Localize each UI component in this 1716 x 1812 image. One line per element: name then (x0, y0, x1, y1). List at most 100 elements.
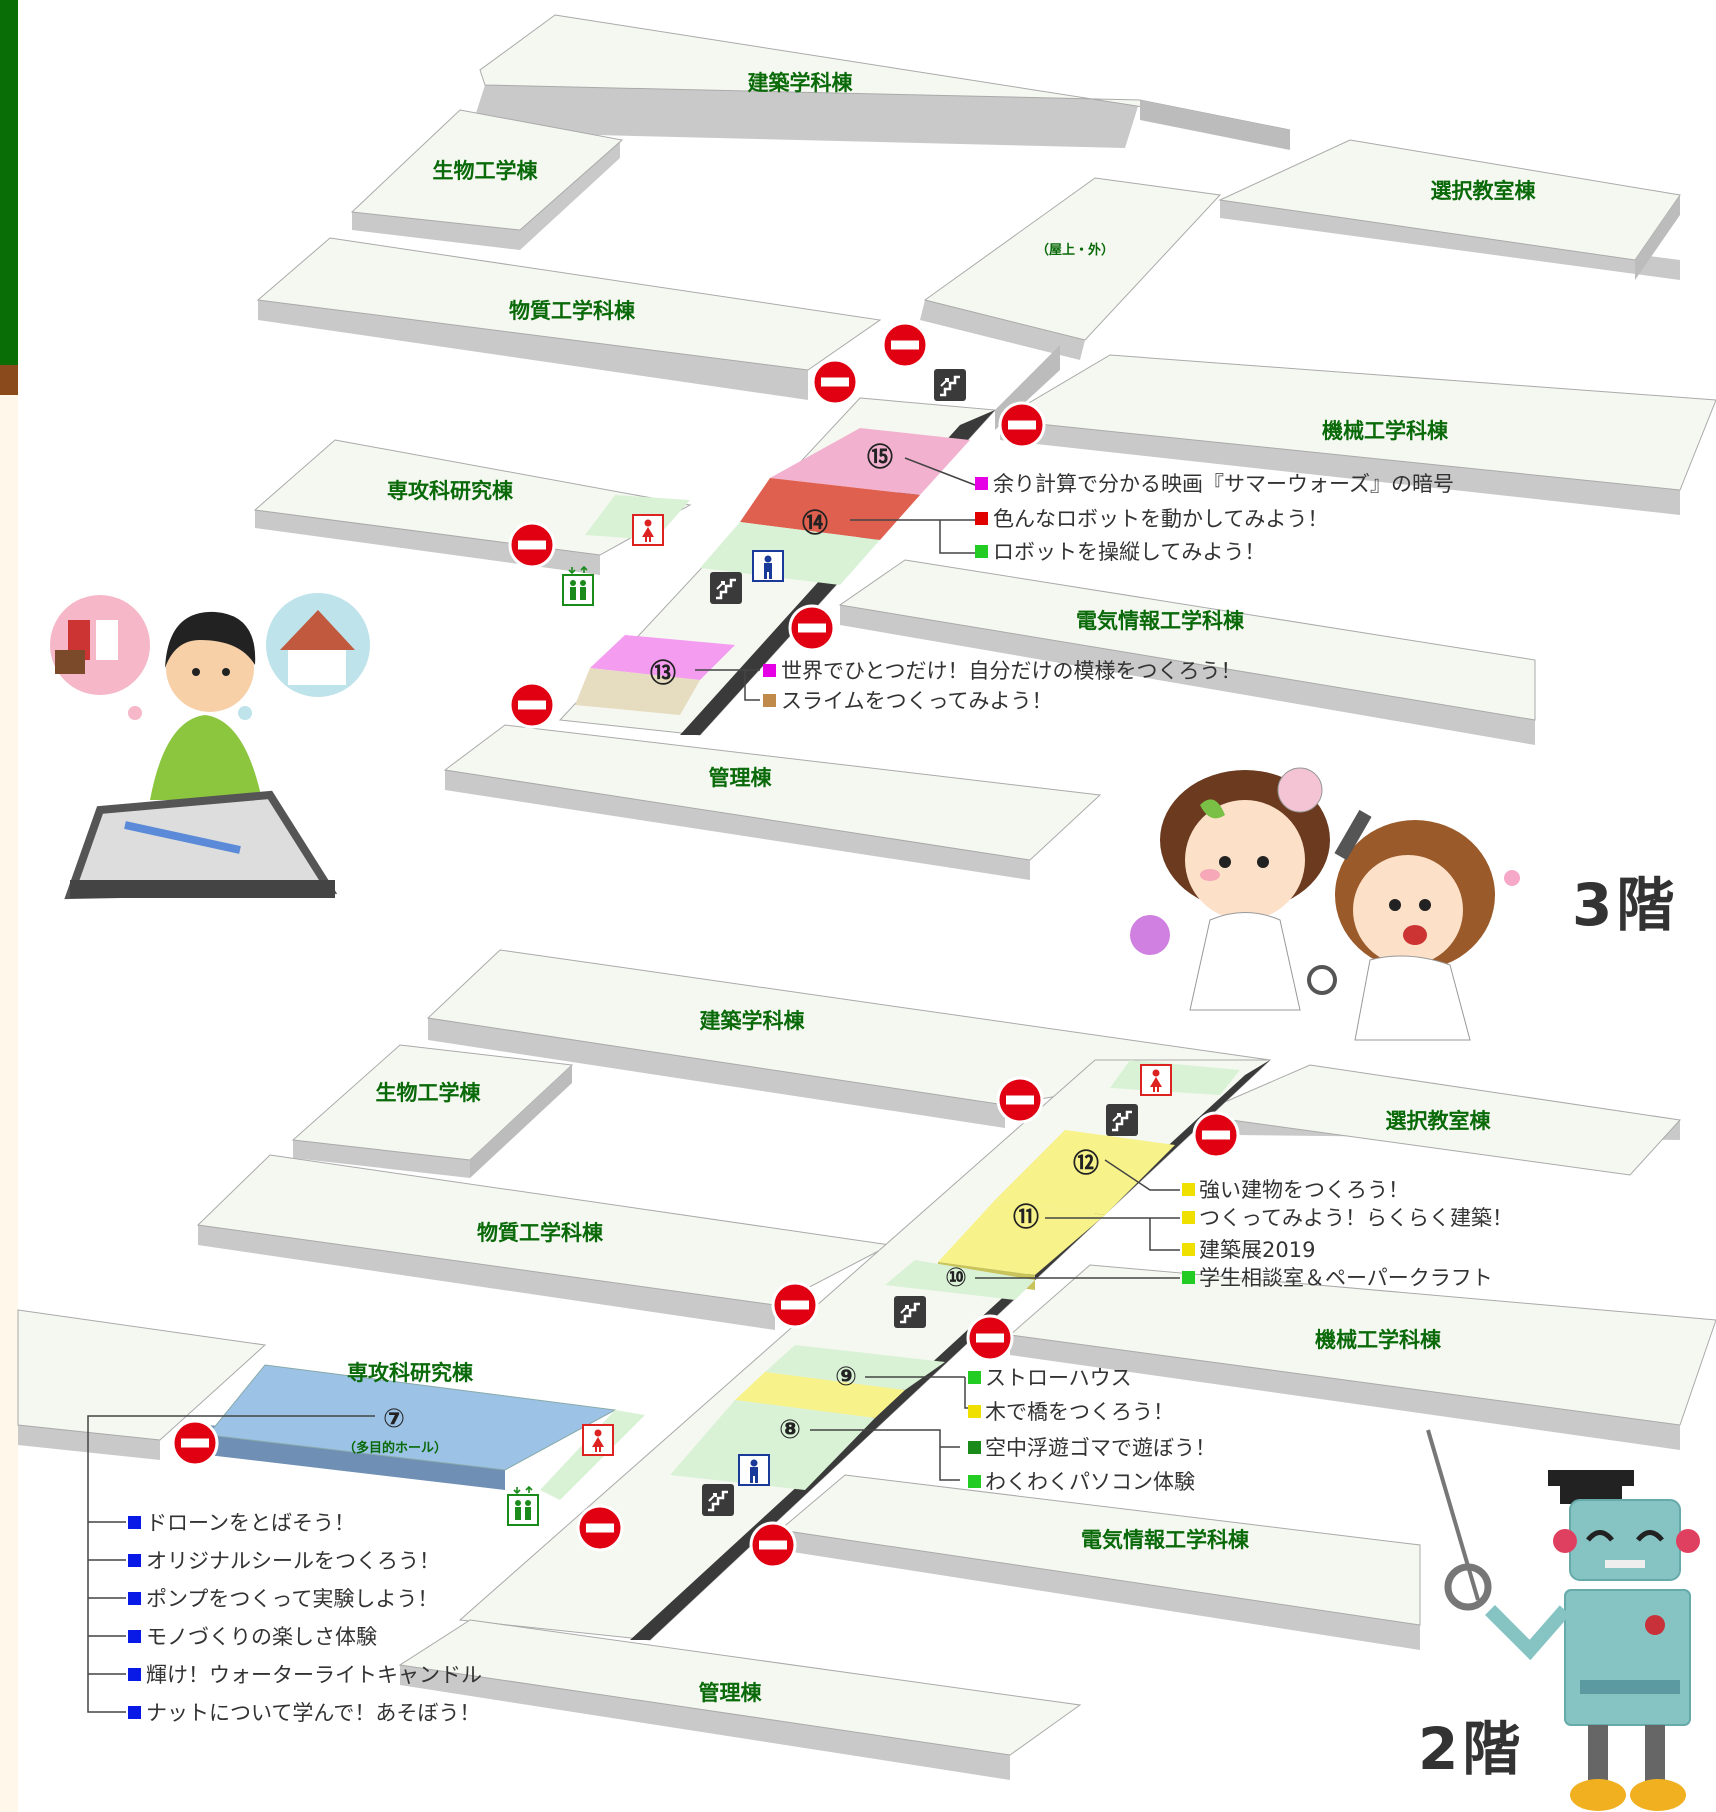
event-label: 木で橋をつくろう！ (985, 1400, 1174, 1424)
event-color-square (128, 1516, 141, 1529)
building-busshitsu-3f: 物質工学科棟 (256, 237, 882, 400)
building-kikai-3f: 機械工学科棟 (998, 354, 1716, 515)
building-kanri-2f: 管理棟 (398, 1619, 1082, 1780)
stairs-icon (932, 367, 968, 403)
room-9-green-highlight (765, 1345, 945, 1390)
building-seibutsu-2f: 生物工学棟 (291, 1044, 574, 1178)
floor3-event-list: 余り計算で分かる映画『サマーウォーズ』の暗号 色んなロボットを動かしてみよう！ … (763, 472, 1454, 713)
no-entry-icon (771, 1281, 819, 1329)
room-number-11: ⑪ (1013, 1202, 1039, 1233)
room-15-highlight (770, 428, 970, 495)
building-denki-3f: 電気情報工学科棟 (838, 559, 1536, 745)
floor2-event-list-right: 強い建物をつくろう！ つくってみよう！らくらく建築！ 建築展2019 学生相談室… (968, 1178, 1513, 1494)
event-label: ナットについて学んで！あそぼう！ (146, 1701, 480, 1725)
floor3-map: 建築学科棟 生物工学棟 物質工学科棟 （屋上・外） (253, 14, 1716, 880)
no-entry-icon (811, 358, 859, 406)
event-color-square (763, 694, 776, 707)
event-color-square (763, 664, 776, 677)
stairs-icon (892, 1294, 928, 1330)
room-number-8: ⑧ (779, 1415, 801, 1445)
event-color-square (968, 1475, 981, 1488)
restroom-female-icon (582, 1424, 614, 1456)
event-label: 余り計算で分かる映画『サマーウォーズ』の暗号 (993, 472, 1454, 496)
event-color-square (975, 512, 988, 525)
building-sentaku-3f: 選択教室棟 (1218, 139, 1681, 280)
event-label: 世界でひとつだけ！自分だけの模様をつくろう！ (781, 659, 1242, 683)
rooftop-area-3f: （屋上・外） (920, 177, 1222, 360)
building-sentaku-2f: 選択教室棟 (1193, 1064, 1682, 1176)
event-color-square (128, 1592, 141, 1605)
illustration-robot-teacher (1426, 1429, 1700, 1811)
illustration-architect (50, 593, 370, 900)
side-strip-brown (0, 365, 18, 395)
room-8-highlight (670, 1400, 875, 1490)
room-number-9: ⑨ (835, 1362, 857, 1392)
event-color-square (975, 477, 988, 490)
label-kikai-3f: 機械工学科棟 (1322, 419, 1449, 443)
side-strip-cream (0, 395, 18, 1812)
event-color-square (968, 1405, 981, 1418)
label-seibutsu-2f: 生物工学棟 (376, 1081, 482, 1105)
label-busshitsu-2f: 物質工学科棟 (477, 1221, 604, 1245)
event-label: スライムをつくってみよう！ (781, 689, 1053, 713)
elevator-icon (507, 1486, 539, 1526)
illustration-scientists (1130, 767, 1520, 1041)
label-denki-2f: 電気情報工学科棟 (1081, 1528, 1250, 1552)
no-entry-icon (508, 681, 556, 729)
event-color-square (1182, 1243, 1195, 1256)
label-kikai-2f: 機械工学科棟 (1315, 1328, 1442, 1352)
floor2-title: 2階 (1418, 1715, 1525, 1783)
stairs-icon (1104, 1102, 1140, 1138)
floor2-event-list-left: ドローンをとばそう！ オリジナルシールをつくろう！ ポンプをつくって実験しよう！… (128, 1511, 482, 1725)
event-label: オリジナルシールをつくろう！ (146, 1549, 440, 1573)
label-kanri-3f: 管理棟 (709, 766, 773, 790)
label-kanri-2f: 管理棟 (699, 1681, 763, 1705)
label-senkoka-2f: 専攻科研究棟 (347, 1361, 474, 1385)
event-color-square (128, 1554, 141, 1567)
building-denki-2f: 電気情報工学科棟 (778, 1474, 1421, 1650)
label-hall-2f: （多目的ホール） (343, 1440, 447, 1456)
event-label: ロボットを操縦してみよう！ (993, 540, 1265, 564)
event-label: ポンプをつくって実験しよう！ (146, 1587, 438, 1611)
floor2-map: 建築学科棟 生物工学棟 物質工学科棟 選択教室棟 (17, 949, 1716, 1780)
no-entry-icon (576, 1504, 624, 1552)
building-kenchiku-3f: 建築学科棟 (470, 14, 1291, 150)
label-kenchiku-2f: 建築学科棟 (700, 1009, 806, 1033)
event-color-square (975, 545, 988, 558)
stairs-icon (700, 1482, 736, 1518)
label-rooftop-3f: （屋上・外） (1036, 242, 1114, 258)
room-12-highlight (995, 1130, 1175, 1215)
event-label: 学生相談室＆ペーパークラフト (1199, 1266, 1493, 1290)
building-seibutsu-3f: 生物工学棟 (350, 109, 624, 250)
no-entry-icon (171, 1419, 219, 1467)
building-kanri-3f: 管理棟 (443, 724, 1102, 880)
event-label: 色んなロボットを動かしてみよう！ (993, 507, 1328, 531)
room-10-highlight (885, 1260, 1035, 1300)
event-color-square (1182, 1211, 1195, 1224)
label-seibutsu-3f: 生物工学棟 (433, 159, 539, 183)
event-color-square (968, 1441, 981, 1454)
restroom-male-icon (738, 1454, 770, 1486)
event-label: わくわくパソコン体験 (985, 1470, 1195, 1494)
room-number-10: ⑩ (945, 1263, 967, 1293)
event-label: ドローンをとばそう！ (146, 1511, 355, 1535)
no-entry-icon (1192, 1111, 1240, 1159)
restroom-female-icon (632, 514, 664, 546)
no-entry-icon (996, 1076, 1044, 1124)
room-14-green-highlight (700, 522, 880, 585)
event-color-square (128, 1706, 141, 1719)
label-sentaku-3f: 選択教室棟 (1431, 179, 1537, 203)
room-13-magenta-highlight (590, 635, 735, 680)
no-entry-icon (788, 604, 836, 652)
event-color-square (128, 1630, 141, 1643)
restroom-female-icon (1140, 1064, 1172, 1096)
event-label: つくってみよう！らくらく建築！ (1199, 1206, 1513, 1230)
label-busshitsu-3f: 物質工学科棟 (509, 299, 636, 323)
building-senkoka-2f: 専攻科研究棟 （多目的ホール） (17, 1309, 645, 1500)
room-number-15: ⑮ (867, 442, 893, 473)
building-kikai-2f: 機械工学科棟 (1008, 1264, 1716, 1450)
event-label: 空中浮遊ゴマで遊ぼう！ (985, 1436, 1216, 1460)
label-sentaku-2f: 選択教室棟 (1386, 1109, 1492, 1133)
event-label: 建築展2019 (1199, 1238, 1315, 1262)
